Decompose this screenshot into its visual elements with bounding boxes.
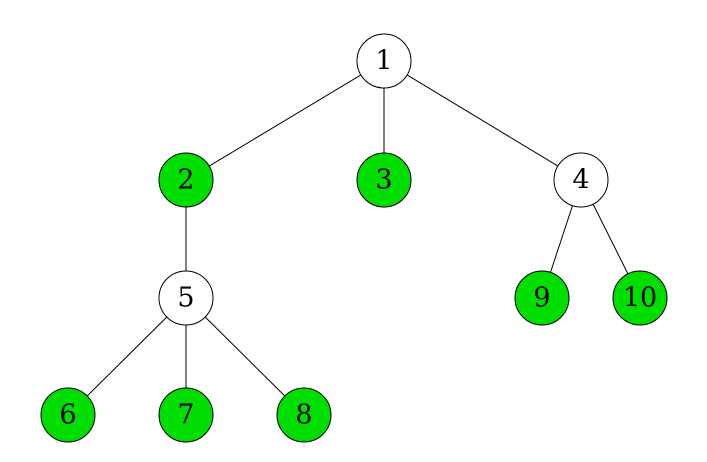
tree-node-circle [158,270,214,326]
tree-node-circle [40,387,96,443]
tree-node-8: 8 [276,387,332,443]
tree-node-circle [514,270,570,326]
tree-node-9: 9 [514,270,570,326]
tree-edges [86,74,629,397]
tree-node-circle [553,152,609,208]
tree-node-circle [158,387,214,443]
tree-edge-5-8 [204,316,286,397]
tree-node-label: 6 [59,400,76,431]
tree-node-5: 5 [158,270,214,326]
tree-node-label: 10 [623,283,657,314]
tree-node-label: 7 [177,400,194,431]
tree-edge-4-9 [549,205,574,273]
tree-node-circle [356,33,412,89]
tree-node-10: 10 [612,270,668,326]
tree-node-2: 2 [158,152,214,208]
tree-nodes: 1 2 3 4 5 6 7 8 9 10 [40,33,668,443]
tree-node-circle [158,152,214,208]
tree-node-label: 1 [375,46,392,77]
tree-node-3: 3 [356,152,412,208]
tree-node-label: 5 [177,283,194,314]
tree-node-label: 9 [533,283,550,314]
tree-node-circle [612,270,668,326]
tree-node-7: 7 [158,387,214,443]
tree-node-1: 1 [356,33,412,89]
tree-node-circle [276,387,332,443]
tree-edge-5-6 [86,316,168,397]
tree-node-label: 2 [177,165,194,196]
tree-node-4: 4 [553,152,609,208]
tree-node-label: 4 [572,165,589,196]
tree-node-circle [356,152,412,208]
tree-node-6: 6 [40,387,96,443]
tree-edge-1-4 [406,74,559,167]
tree-edge-4-10 [592,203,629,275]
tree-node-label: 3 [375,165,392,196]
tree-edge-1-2 [208,74,362,167]
tree-node-label: 8 [295,400,312,431]
